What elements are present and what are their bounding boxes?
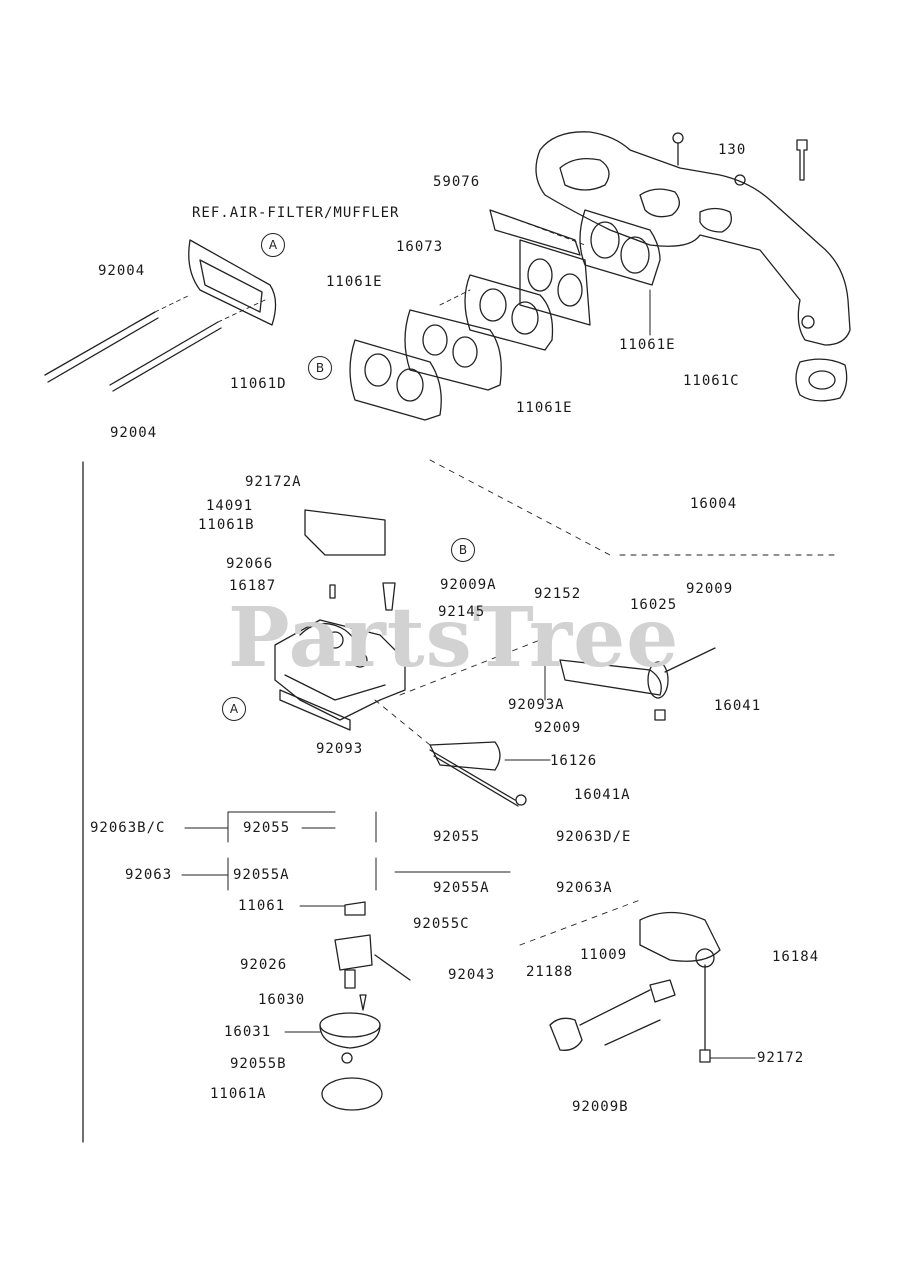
air-filter-gasket — [44, 239, 277, 392]
callout-marker: A — [222, 697, 246, 721]
part-label[interactable]: 16004 — [690, 496, 738, 512]
throttle-linkage — [429, 646, 716, 807]
part-label[interactable]: 11061A — [210, 1086, 267, 1102]
callout-marker: B — [451, 538, 475, 562]
part-label[interactable]: 92145 — [438, 604, 486, 620]
callout-marker: B — [308, 356, 332, 380]
carburetor-body — [274, 509, 406, 731]
part-label[interactable]: 92004 — [110, 425, 158, 441]
part-label[interactable]: 92009 — [686, 581, 734, 597]
leader-lines-upper — [154, 214, 586, 323]
choke-assembly — [549, 911, 721, 1063]
part-label[interactable]: 14091 — [206, 498, 254, 514]
part-label[interactable]: 92055B — [230, 1056, 287, 1072]
part-label[interactable]: 92004 — [98, 263, 146, 279]
part-label[interactable]: 92172A — [245, 474, 302, 490]
watermark: PartsTree — [228, 590, 680, 686]
part-label[interactable]: 92066 — [226, 556, 274, 572]
part-label[interactable]: 92009 — [534, 720, 582, 736]
part-label[interactable]: 92063D/E — [556, 829, 632, 845]
part-label[interactable]: 92172 — [757, 1050, 805, 1066]
part-label[interactable]: 92063A — [556, 880, 613, 896]
intake-manifold — [535, 131, 851, 346]
part-label[interactable]: 16031 — [224, 1024, 272, 1040]
part-label[interactable]: 16025 — [630, 597, 678, 613]
manifold-gasket — [349, 209, 848, 421]
part-label[interactable]: 130 — [718, 142, 747, 158]
part-label[interactable]: 92026 — [240, 957, 288, 973]
part-label[interactable]: 92055A — [433, 880, 490, 896]
part-label[interactable]: 11061B — [198, 517, 255, 533]
part-label[interactable]: 21188 — [526, 964, 574, 980]
part-label[interactable]: 92093A — [508, 697, 565, 713]
part-label[interactable]: 92055 — [243, 820, 291, 836]
callout-marker: A — [261, 233, 285, 257]
part-label[interactable]: 11061E — [619, 337, 676, 353]
float-bowl — [319, 901, 411, 1111]
part-label[interactable]: 11061C — [683, 373, 740, 389]
part-label[interactable]: 11009 — [580, 947, 628, 963]
part-label[interactable]: 16030 — [258, 992, 306, 1008]
part-label[interactable]: 92055A — [233, 867, 290, 883]
part-label[interactable]: 11061D — [230, 376, 287, 392]
part-label[interactable]: 16073 — [396, 239, 444, 255]
part-label[interactable]: 92055 — [433, 829, 481, 845]
part-label[interactable]: 16184 — [772, 949, 820, 965]
leader-lines-lower — [374, 459, 841, 946]
part-label[interactable]: 16041A — [574, 787, 631, 803]
part-label[interactable]: 92063 — [125, 867, 173, 883]
leader-lines-solid — [181, 289, 756, 1059]
part-label[interactable]: 92152 — [534, 586, 582, 602]
part-label[interactable]: 11061 — [238, 898, 286, 914]
part-label[interactable]: 59076 — [433, 174, 481, 190]
part-label[interactable]: 92063B/C — [90, 820, 166, 836]
part-label[interactable]: 11061E — [326, 274, 383, 290]
part-label[interactable]: 11061E — [516, 400, 573, 416]
part-label[interactable]: 92009A — [440, 577, 497, 593]
part-label[interactable]: 16126 — [550, 753, 598, 769]
part-label[interactable]: 92093 — [316, 741, 364, 757]
part-label[interactable]: 92055C — [413, 916, 470, 932]
part-label[interactable]: 16041 — [714, 698, 762, 714]
reference-note: REF.AIR-FILTER/MUFFLER — [192, 205, 400, 221]
part-label[interactable]: 92009B — [572, 1099, 629, 1115]
part-label[interactable]: 16187 — [229, 578, 277, 594]
part-label[interactable]: 92043 — [448, 967, 496, 983]
